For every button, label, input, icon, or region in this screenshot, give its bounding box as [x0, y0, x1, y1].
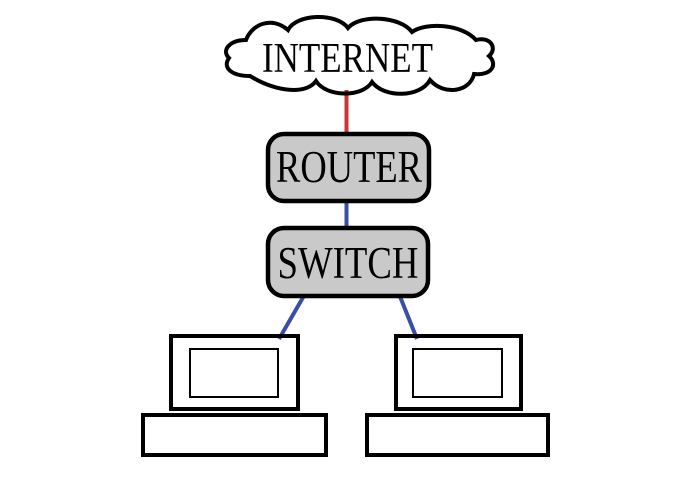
edge-switch-pc-left — [277, 292, 307, 341]
computer-right-monitor — [394, 334, 523, 411]
router-node: ROUTER — [265, 131, 432, 204]
cloud-shape — [224, 14, 495, 96]
switch-node: SWITCH — [265, 225, 431, 299]
edge-switch-pc-right — [397, 293, 419, 340]
router-box — [265, 131, 432, 204]
computer-right-node — [365, 334, 550, 457]
internet-label: INTERNET — [262, 36, 433, 82]
switch-label: SWITCH — [278, 238, 419, 288]
computer-right-base — [365, 413, 550, 457]
computer-left-screen — [189, 348, 279, 398]
switch-box — [265, 225, 431, 299]
router-label: ROUTER — [276, 141, 422, 192]
internet-node: INTERNET — [224, 14, 495, 96]
computer-left-node — [141, 334, 328, 457]
computer-left-monitor — [169, 334, 300, 411]
computer-right-screen — [412, 348, 503, 398]
computer-left-base — [141, 413, 328, 457]
